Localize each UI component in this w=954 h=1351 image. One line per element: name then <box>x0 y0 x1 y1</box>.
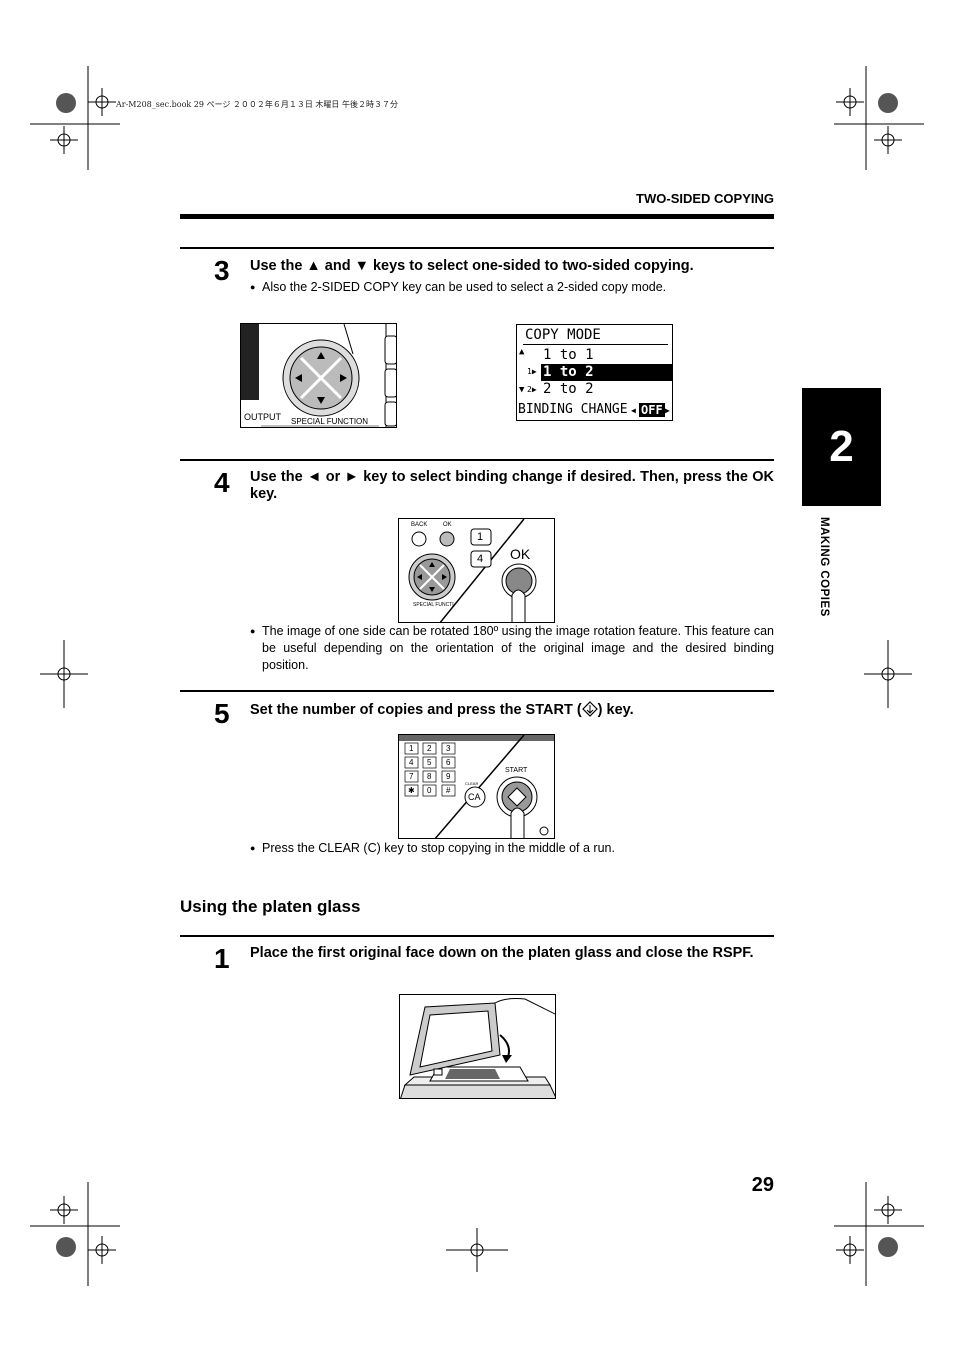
arrow-keys-figure: OUTPUT SPECIAL FUNCTION <box>240 323 397 428</box>
lcd-binding-label: BINDING CHANGE <box>518 402 628 417</box>
section-heading: Using the platen glass <box>180 897 361 916</box>
start-label: START <box>505 767 528 774</box>
ok-small-label: OK <box>443 522 452 528</box>
keypad-key: 1 <box>409 744 414 753</box>
ok-key-figure: BACK OK 1 4 OK SPECIAL FUNCTI <box>398 518 555 623</box>
ca-label: CA <box>468 792 481 802</box>
scroll-up-icon: ▲ <box>519 347 525 357</box>
lcd-option-1to2[interactable]: 1 to 2 <box>543 364 594 380</box>
step-instruction: Place the first original face down on th… <box>250 945 754 961</box>
keypad-key: 4 <box>409 758 414 767</box>
step-note: Also the 2-SIDED COPY key can be used to… <box>250 279 774 296</box>
keypad-key: 6 <box>446 758 451 767</box>
platen-glass-illustration <box>400 998 555 1098</box>
step-note: The image of one side can be rotated 180… <box>250 623 774 674</box>
keypad-key: 2 <box>427 744 432 753</box>
running-header: TWO-SIDED COPYING <box>636 191 774 206</box>
header-rule <box>180 214 774 219</box>
keypad-key: 7 <box>409 772 414 781</box>
ok-big-label: OK <box>510 546 531 562</box>
step-rule <box>180 459 774 461</box>
binding-right-arrow-icon: ▶ <box>665 406 670 415</box>
start-icon <box>581 701 598 717</box>
step-instruction: Use the ▲ and ▼ keys to select one-sided… <box>250 258 694 274</box>
copy-mode-display: COPY MODE ▲ 1 to 1 1▶ 1 to 2 ▼ 2▶ 2 to 2… <box>516 324 673 421</box>
clear-label: CLEAR <box>465 781 479 786</box>
keypad-key: 5 <box>427 758 432 767</box>
step-rule <box>180 690 774 692</box>
chapter-side-label: MAKING COPIES <box>818 517 830 617</box>
one-sided-icon: 1▶ <box>527 367 537 376</box>
lcd-title: COPY MODE <box>525 327 601 343</box>
start-key-figure: 1 2 3 4 5 6 7 8 9 ✱ 0 # CLEAR CA START <box>398 734 555 839</box>
binding-left-arrow-icon: ◀ <box>631 406 636 415</box>
special-function-label: SPECIAL FUNCTI <box>413 602 454 608</box>
step-rule <box>180 935 774 937</box>
step-number: 4 <box>214 467 230 498</box>
key-1-label: 1 <box>477 531 484 543</box>
lcd-option-highlight <box>541 364 672 381</box>
two-sided-icon: 2▶ <box>527 385 537 394</box>
step-note: Press the CLEAR (C) key to stop copying … <box>250 840 774 857</box>
keypad-key: ✱ <box>408 786 415 795</box>
scroll-down-icon: ▼ <box>519 385 525 395</box>
step-instruction-part-1: Set the number of copies and press the S… <box>250 702 582 718</box>
step-rule <box>180 247 774 249</box>
output-label: OUTPUT <box>244 412 281 422</box>
lcd-option-1to1[interactable]: 1 to 1 <box>543 347 594 363</box>
keypad-key: 0 <box>427 786 432 795</box>
step-instruction-part-2: ) key. <box>597 702 634 718</box>
step-instruction: Use the ◄ or ► key to select binding cha… <box>250 469 774 502</box>
step-number: 5 <box>214 698 230 729</box>
lcd-title-rule <box>523 344 668 345</box>
keypad-illustration <box>399 735 554 838</box>
key-4-label: 4 <box>477 553 484 565</box>
lcd-option-2to2[interactable]: 2 to 2 <box>543 381 594 397</box>
keypad-key: # <box>446 786 451 795</box>
lcd-binding-value[interactable]: OFF <box>639 403 665 417</box>
keypad-key: 8 <box>427 772 432 781</box>
step-instruction: Set the number of copies and press the S… <box>250 701 774 719</box>
back-label: BACK <box>411 522 428 528</box>
keypad-key: 9 <box>446 772 451 781</box>
step-number: 1 <box>214 943 230 974</box>
chapter-tab: 2 <box>802 388 881 506</box>
page-number: 29 <box>751 1174 774 1196</box>
platen-glass-figure <box>399 994 556 1099</box>
special-function-label: SPECIAL FUNCTION <box>291 417 369 426</box>
print-job-note: Ar-M208_sec.book 29 ページ ２００２年６月１３日 木曜日 午… <box>116 100 398 109</box>
ok-key-illustration <box>408 519 537 622</box>
step-number: 3 <box>214 255 230 286</box>
keypad-key: 3 <box>446 744 451 753</box>
arrow-keys-illustration <box>241 324 396 427</box>
